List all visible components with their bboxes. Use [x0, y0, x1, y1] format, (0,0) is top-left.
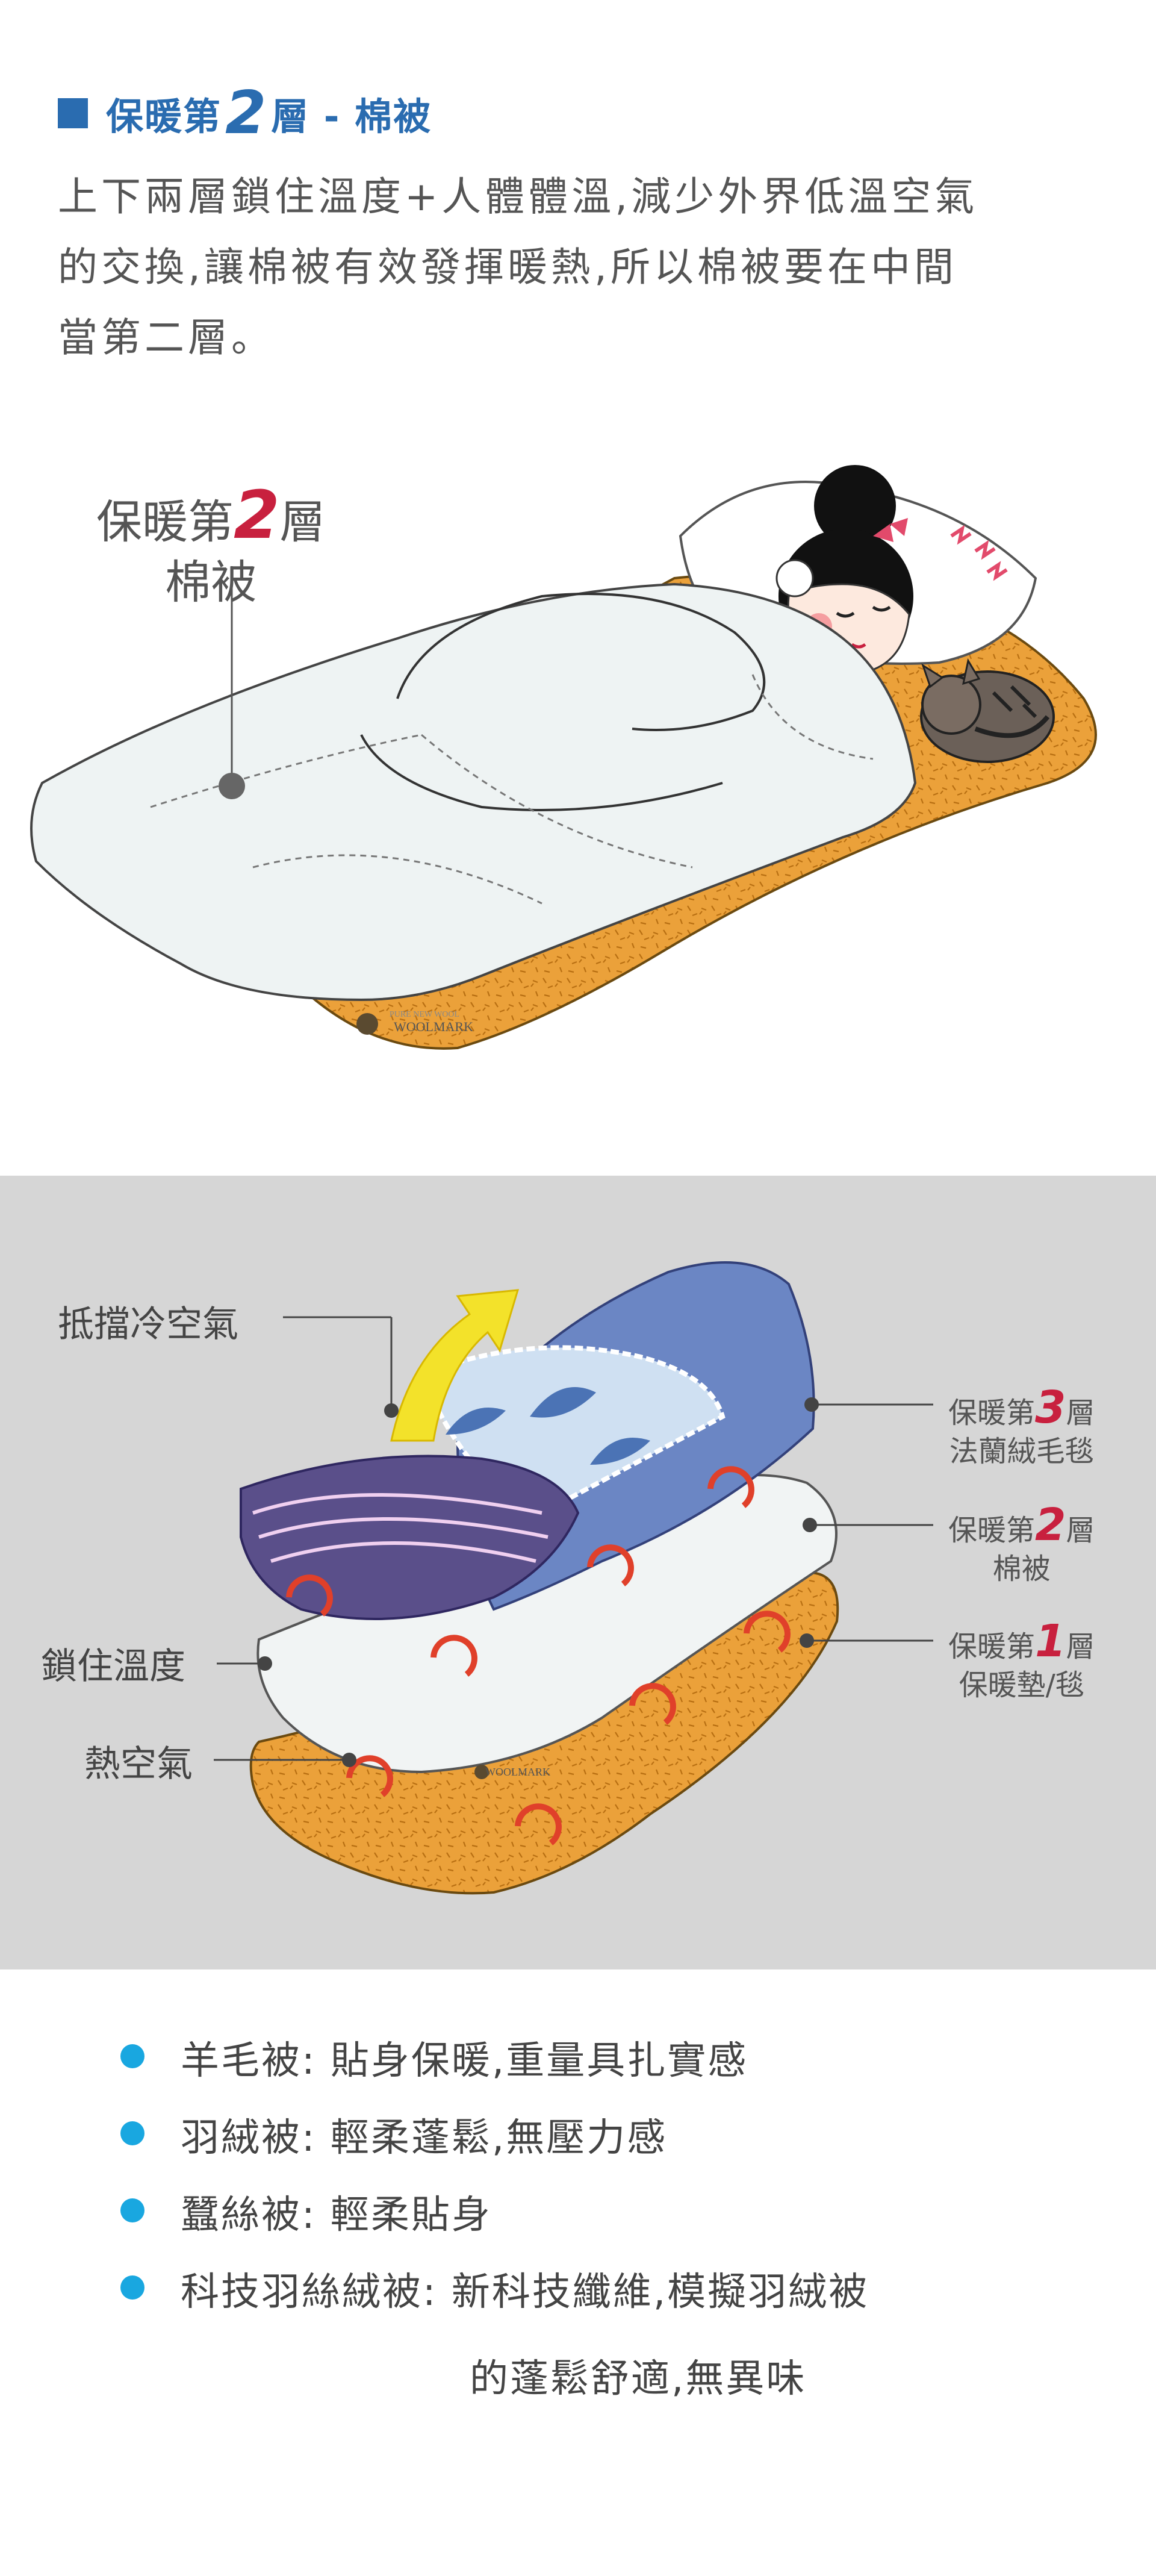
intro-paragraph: 上下兩層鎖住溫度+人體體溫,減少外界低溫空氣 的交換,讓棉被有效發揮暖熱,所以棉…	[58, 161, 1081, 373]
bullet-dot-icon	[120, 2121, 144, 2145]
pin-dot-icon	[258, 1656, 272, 1671]
bullet-dot-icon	[120, 2275, 144, 2300]
section-heading: 保暖第 2 層 - 棉被	[58, 83, 432, 143]
square-icon	[58, 98, 88, 128]
quilt-shape	[30, 582, 917, 1002]
woolmark-tag: PURE NEW WOOL WOOLMARK	[356, 1010, 473, 1035]
woolmark-tag: WOOLMARK	[485, 1766, 550, 1778]
label-line2: 棉被	[165, 555, 257, 609]
pin-dot-icon	[219, 773, 245, 799]
label-suffix: 層	[279, 495, 326, 549]
pin-dot-icon	[342, 1753, 356, 1767]
quilt-type-list: 羊毛被: 貼身保暖,重量具扎實感 羽絨被: 輕柔蓬鬆,無壓力感 蠶絲被: 輕柔貼…	[120, 2030, 1144, 2338]
list-item: 羊毛被: 貼身保暖,重量具扎實感	[120, 2030, 1144, 2107]
svg-text:PURE NEW WOOL: PURE NEW WOOL	[390, 1010, 459, 1019]
svg-text:WOOLMARK: WOOLMARK	[394, 1019, 473, 1034]
layer-label: 保暖第2層 棉被	[96, 482, 326, 613]
label-prefix: 保暖第	[96, 495, 234, 549]
intro-line: 當第二層。	[58, 314, 275, 361]
heading-number: 2	[225, 79, 268, 148]
leaf-pattern	[446, 1387, 650, 1465]
bullet-dot-icon	[120, 2044, 144, 2068]
pin-dot-icon	[384, 1403, 399, 1418]
heading-suffix: 層 - 棉被	[271, 95, 432, 139]
bullet-dot-icon	[120, 2198, 144, 2222]
intro-line: 的交換,讓棉被有效發揮暖熱,所以棉被要在中間	[58, 244, 957, 290]
cat-icon	[920, 658, 1055, 763]
label-number: 2	[234, 476, 280, 554]
list-item: 科技羽絲絨被: 新科技纖維,模擬羽絨被	[120, 2261, 1144, 2338]
intro-line: 上下兩層鎖住溫度+人體體溫,減少外界低溫空氣	[58, 173, 978, 220]
list-item: 蠶絲被: 輕柔貼身	[120, 2184, 1144, 2261]
label-lock-temp: 鎖住溫度	[41, 1645, 185, 1688]
heading-prefix: 保暖第	[106, 95, 222, 139]
curved-arrow-icon	[286, 1466, 791, 1845]
label-block-cold-air: 抵擋冷空氣	[58, 1303, 238, 1346]
curved-arrow-icon	[390, 1289, 520, 1442]
list-item: 羽絨被: 輕柔蓬鬆,無壓力感	[120, 2107, 1144, 2184]
layer-1-label: 保暖第1層 保暖墊/毯	[948, 1615, 1095, 1702]
layer-2-label: 保暖第2層 棉被	[948, 1499, 1095, 1586]
label-hot-air: 熱空氣	[84, 1743, 193, 1785]
bed-illustration: PURE NEW WOOL WOOLMARK	[30, 465, 1097, 1050]
list-item-continuation: 的蓬鬆舒適,無異味	[470, 2357, 807, 2401]
layer-3-label: 保暖第3層 法蘭絨毛毯	[948, 1382, 1095, 1468]
layer-diagram: WOOLMARK	[214, 1261, 933, 1895]
